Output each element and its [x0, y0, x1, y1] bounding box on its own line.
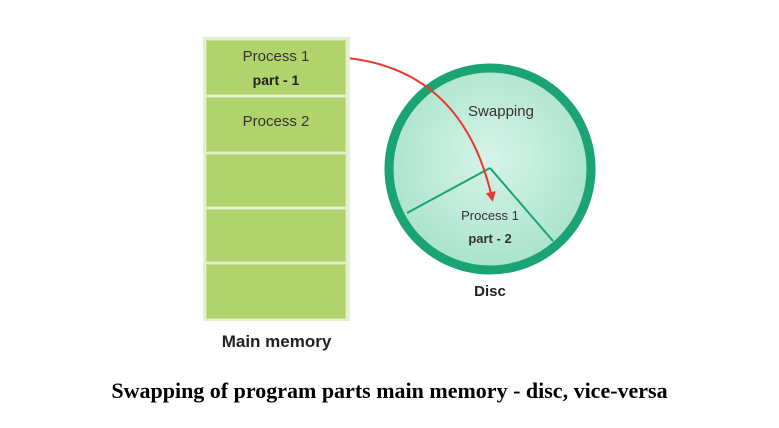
memory-cell-3 [206, 154, 346, 207]
swapping-label: Swapping [468, 103, 534, 120]
cell-1-line2: part - 1 [252, 72, 300, 88]
cell-1-line1: Process 1 [242, 48, 310, 65]
cell-2-line1: Process 2 [242, 113, 310, 130]
figure-caption: Swapping of program parts main memory - … [111, 378, 668, 403]
disc-segment-line1: Process 1 [461, 208, 519, 223]
memory-cell-1: Process 1 part - 1 [206, 40, 346, 95]
main-memory-label: Main memory [221, 332, 332, 351]
memory-cell-4 [206, 209, 346, 262]
disc-divider-right [489, 167, 554, 242]
memory-cell-5 [206, 264, 346, 319]
disc-segment-line2: part - 2 [468, 231, 512, 246]
swap-arrow [326, 52, 496, 202]
disc-label: Disc [474, 283, 506, 300]
memory-cell-2: Process 2 [206, 97, 346, 152]
